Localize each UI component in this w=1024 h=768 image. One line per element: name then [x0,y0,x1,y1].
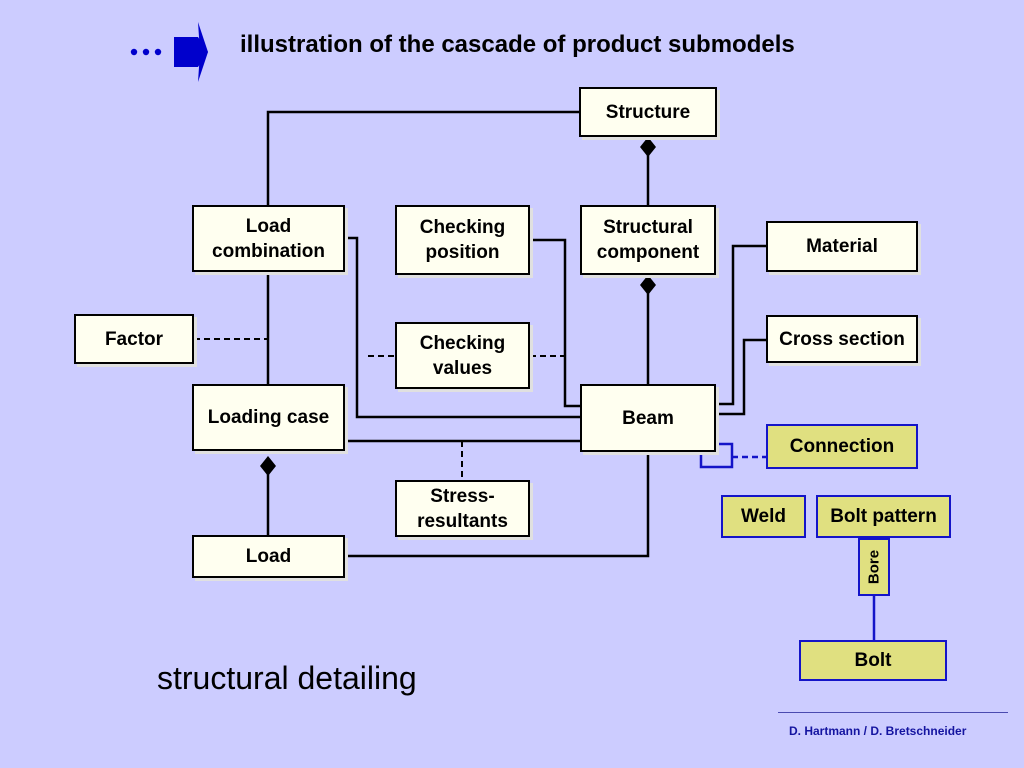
line-checkingposition-beam [530,238,580,408]
node-bore [858,538,890,596]
node-load-combination: Load combination [192,205,345,272]
line-structure-loadcombination [266,110,579,205]
line-beam-material [716,244,766,406]
line-beam-crosssection [716,338,766,416]
aggregation-diamond-structure [640,137,656,157]
node-bore-label: Bore [865,549,883,585]
caption: structural detailing [157,660,417,696]
node-loading-case: Loading case [192,384,345,451]
node-load: Load [192,535,345,578]
node-structural-component: Structural component [580,205,716,275]
line-load-beam [345,452,650,558]
node-weld: Weld [721,495,806,538]
aggregation-diamond-component [640,275,656,295]
node-bolt-pattern: Bolt pattern [816,495,951,538]
node-factor: Factor [74,314,194,364]
footer-authors: D. Hartmann / D. Bretschneider [789,724,967,738]
line-loadcombination-beam [345,236,580,419]
node-checking-position: Checking position [395,205,530,275]
node-beam: Beam [580,384,716,452]
node-stress-resultants: Stress-resultants [395,480,530,537]
line-beam-connection [699,442,734,469]
node-connection: Connection [766,424,918,469]
page-title: illustration of the cascade of product s… [240,31,795,58]
node-cross-section: Cross section [766,315,918,363]
ellipsis-right-arrow-icon [130,22,208,82]
footer-divider [778,712,1008,713]
node-structure: Structure [579,87,717,137]
node-bolt: Bolt [799,640,947,681]
aggregation-diamond-loadingcase [260,456,276,476]
node-checking-values: Checking values [395,322,530,389]
node-material: Material [766,221,918,272]
